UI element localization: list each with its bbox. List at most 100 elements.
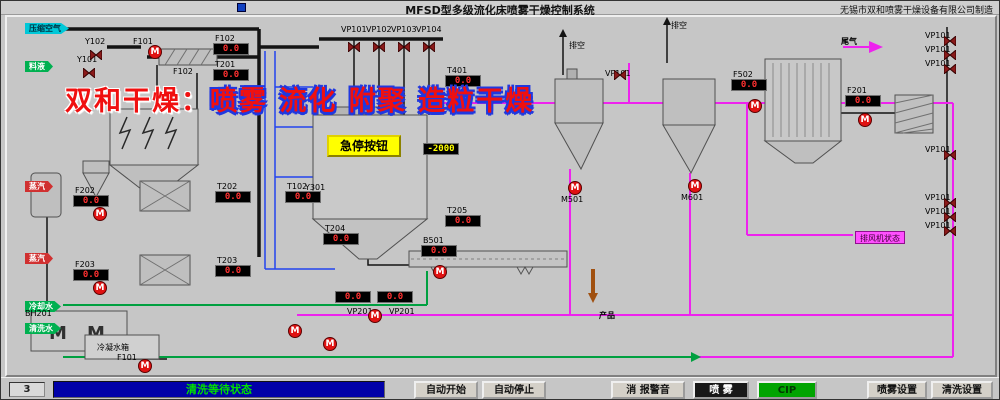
equipment-label: M501 (561, 195, 584, 204)
emergency-stop-button[interactable]: 急停按钮 (327, 135, 401, 157)
display-label: B501 (423, 236, 444, 245)
valve-icon[interactable] (82, 63, 96, 80)
status-box: 排风机状态 (855, 231, 905, 244)
motor-pump[interactable]: M (323, 337, 337, 351)
cooling-pipes (63, 271, 691, 358)
display-value: 0.0 (82, 196, 100, 206)
valve-icon[interactable] (347, 37, 361, 54)
motor-pump[interactable]: M (748, 99, 762, 113)
pipe-source-tag: 冷却水 (25, 301, 61, 312)
motor-pump[interactable]: M (138, 359, 152, 373)
equipment-label: F101 (117, 353, 137, 362)
display-value: 0.0 (454, 76, 472, 86)
status-message-bar: 清洗等待状态 (53, 381, 385, 398)
auto-stop-button[interactable]: 自动停止 (482, 381, 546, 399)
equipment-label: VP102 (366, 25, 392, 34)
bag-filter-hopper (763, 140, 843, 164)
value-display: 0.0 (335, 291, 371, 303)
clean-settings-button[interactable]: 清洗设置 (931, 381, 993, 399)
equipment-label: 排空 (569, 41, 585, 50)
motor-pump[interactable]: M (148, 45, 162, 59)
valve-icon[interactable] (943, 193, 957, 210)
valve-icon[interactable] (943, 145, 957, 162)
equipment-label: M601 (681, 193, 704, 202)
title-bar: MFSD型多级流化床喷雾干燥控制系统 无锡市双和喷雾干燥设备有限公司制造 (1, 1, 999, 17)
display-value: 0.0 (386, 292, 404, 302)
motor-pump[interactable]: M (93, 207, 107, 221)
pipe-source-tag: 压缩空气 (25, 23, 69, 34)
auto-start-button[interactable]: 自动开始 (414, 381, 478, 399)
dust-collector (109, 108, 199, 166)
display-label: T204 (325, 224, 346, 233)
display-value: -2000 (427, 144, 455, 154)
tailgas-arrow (869, 41, 883, 53)
display-label: T201 (215, 60, 236, 69)
display-value: 0.0 (294, 192, 312, 202)
display-value: 0.0 (740, 80, 758, 90)
display-label: T202 (217, 182, 238, 191)
alarm-counter: 3 (9, 382, 45, 397)
equipment-label: VP101 (925, 193, 951, 202)
valve-icon[interactable] (613, 65, 627, 82)
valve-icon[interactable] (943, 31, 957, 48)
valve-icon[interactable] (943, 221, 957, 238)
spray-button[interactable]: 喷 雾 (693, 381, 749, 399)
display-value: 0.0 (332, 234, 350, 244)
tower-cone (311, 218, 429, 260)
equipment-label: 尾气 (841, 37, 857, 46)
motor-pump[interactable]: M (368, 309, 382, 323)
equipment-label: VP103 (391, 25, 417, 34)
motor-pump[interactable]: M (288, 324, 302, 338)
equipment-label: Y102 (85, 37, 106, 46)
vent-arrow (663, 17, 671, 25)
motor-pump[interactable]: M (858, 113, 872, 127)
motor-pump[interactable]: M (688, 179, 702, 193)
mute-alarm-button[interactable]: 消 报警音 (611, 381, 685, 399)
manufacturer-label: 无锡市双和喷雾干燥设备有限公司制造 (839, 6, 993, 16)
pipe-source-tag: 蒸汽 (25, 181, 53, 192)
equipment-label: Y301 (305, 183, 326, 192)
motor-pump[interactable]: M (93, 281, 107, 295)
display-label: T102 (287, 182, 308, 191)
app-icon (237, 3, 246, 12)
equipment-label: VP201 (347, 307, 373, 316)
valve-icon[interactable] (397, 37, 411, 54)
motor-pump[interactable]: M (433, 265, 447, 279)
valve-icon[interactable] (943, 59, 957, 76)
cyclone-2 (662, 78, 716, 126)
display-value: 0.0 (222, 70, 240, 80)
display-value: 0.0 (82, 270, 100, 280)
vent-arrow (559, 29, 567, 37)
spray-tower (312, 114, 428, 220)
cip-button[interactable]: CIP (757, 381, 817, 399)
condensate-tank (84, 334, 160, 360)
equipment-label: 冷凝水箱 (97, 343, 129, 352)
valve-icon[interactable] (943, 45, 957, 62)
valve-icon[interactable] (422, 37, 436, 54)
display-label: F502 (733, 70, 753, 79)
equipment-label: VP101 (341, 25, 367, 34)
valve-icon[interactable] (89, 45, 103, 62)
spray-settings-button[interactable]: 喷雾设置 (867, 381, 927, 399)
display-value: 0.0 (222, 44, 240, 54)
equipment-label: Y101 (77, 55, 98, 64)
equipment-label: 产品 (599, 311, 615, 320)
equipment-label: VP101 (925, 221, 951, 230)
valve-icon[interactable] (943, 207, 957, 224)
equipment-label: VP201 (389, 307, 415, 316)
motor-pump[interactable]: M (568, 181, 582, 195)
pipe-source-tag: 蒸汽 (25, 253, 53, 264)
drain-arrow (691, 352, 701, 362)
valve-icon[interactable] (372, 37, 386, 54)
display-label: F203 (75, 260, 95, 269)
display-value: 0.0 (430, 246, 448, 256)
equipment-label: VP101 (925, 207, 951, 216)
window-title: MFSD型多级流化床喷雾干燥控制系统 (405, 4, 595, 17)
